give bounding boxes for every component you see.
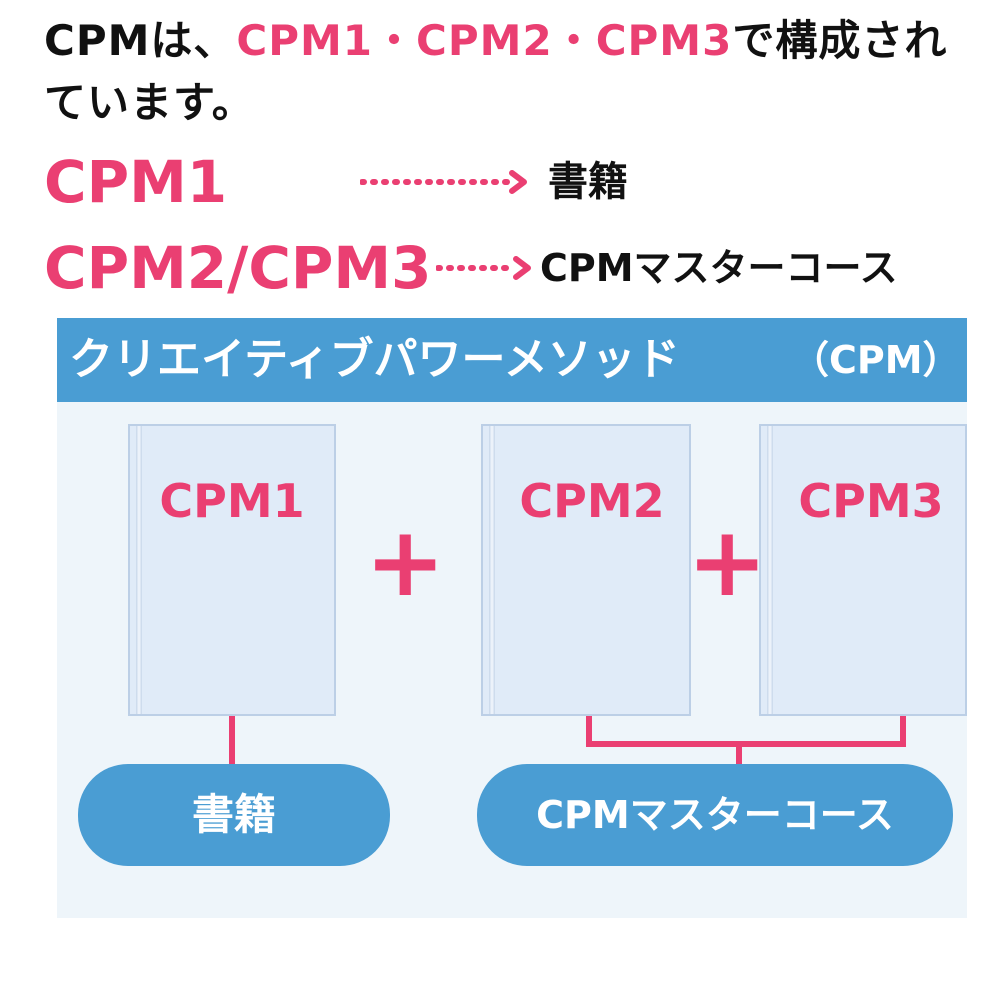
book-cpm3: CPM3	[759, 424, 967, 716]
intro-sep2: ・	[552, 16, 596, 65]
mapping-key-cpm1: CPM1	[44, 148, 228, 216]
pill-book: 書籍	[78, 764, 390, 866]
mapping-value-book: 書籍	[548, 159, 628, 205]
book-label-cpm3: CPM3	[798, 474, 944, 528]
book-cpm1: CPM1	[128, 424, 336, 716]
intro-cpm1: CPM1	[236, 16, 374, 65]
panel-header: クリエイティブパワーメソッド （CPM）	[57, 318, 967, 402]
book-spine	[136, 426, 142, 714]
book-spine	[767, 426, 773, 714]
dotted-arrow-icon	[436, 256, 531, 280]
dotted-arrow-icon	[360, 170, 527, 194]
intro-cpm2: CPM2	[416, 16, 553, 65]
book-spine	[489, 426, 495, 714]
pill-master-course: CPMマスターコース	[477, 764, 953, 866]
panel-title-abbr: （CPM）	[791, 338, 961, 382]
book-cpm2: CPM2	[481, 424, 691, 716]
intro-sep1: ・	[373, 16, 417, 65]
intro-text: CPMは、CPM1・CPM2・CPM3で構成されています。	[44, 10, 984, 134]
mapping-key-cpm23: CPM2/CPM3	[44, 234, 432, 302]
plus-sign: +	[687, 506, 768, 618]
intro-cpm3: CPM3	[595, 16, 733, 65]
book-label-cpm2: CPM2	[519, 474, 665, 528]
book-label-cpm1: CPM1	[159, 474, 305, 528]
intro-part2: で構成されています。	[44, 16, 948, 127]
cpm-diagram-panel: クリエイティブパワーメソッド （CPM） CPM1 + CPM2 + CPM3 …	[57, 318, 967, 918]
mapping-row-cpm1: CPM1 書籍	[44, 142, 944, 222]
panel-title: クリエイティブパワーメソッド	[69, 334, 680, 385]
mapping-value-course: CPMマスターコース	[540, 246, 898, 290]
intro-part1: CPMは、	[44, 16, 237, 65]
plus-sign: +	[365, 506, 446, 618]
mapping-row-cpm23: CPM2/CPM3 CPMマスターコース	[44, 228, 984, 308]
